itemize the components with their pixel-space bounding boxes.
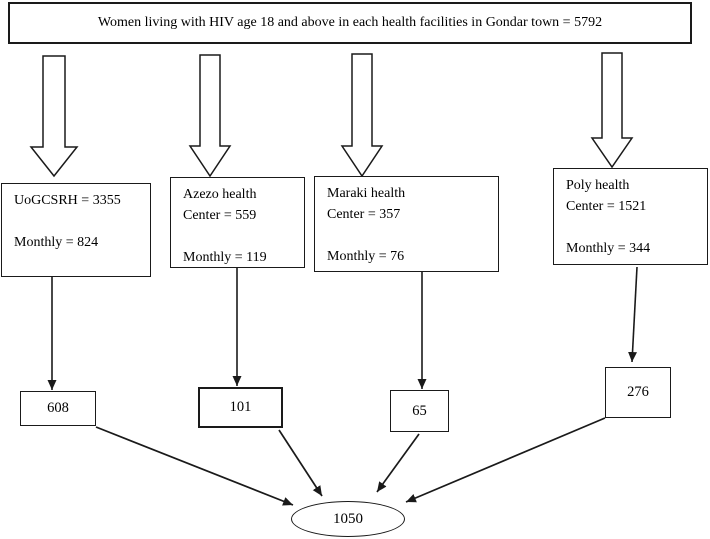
total-sample-value: 1050 (333, 510, 363, 527)
facility-name: Azezo health (183, 187, 257, 202)
sample-size-value: 608 (47, 400, 69, 416)
block-arrow-down-icon (590, 52, 634, 169)
facility-count: Center = 357 (327, 207, 401, 222)
population-title-box: Women living with HIV age 18 and above i… (8, 2, 692, 44)
facility-monthly: Monthly = 344 (566, 241, 651, 256)
facility-monthly: Monthly = 119 (183, 250, 267, 265)
facility-box-maraki-health-center: Maraki health Center = 357 Monthly = 76 (314, 176, 499, 272)
flow-arrow (628, 266, 638, 363)
spacer-line (327, 225, 492, 246)
sample-size-value: 65 (412, 402, 427, 419)
block-arrow-down-icon (29, 55, 79, 178)
facility-box-uogcsrh: UoGCSRH = 3355 Monthly = 824 (1, 183, 151, 277)
sample-size-box-poly: 276 (605, 367, 671, 418)
flow-arrow (376, 433, 420, 493)
total-sample-ellipse: 1050 (291, 501, 405, 537)
block-arrow-down-icon (340, 53, 384, 178)
flow-arrow (278, 429, 323, 497)
facility-monthly: Monthly = 76 (327, 249, 405, 264)
spacer-line (566, 217, 701, 238)
sample-size-box-azezo: 101 (198, 387, 283, 428)
sample-size-box-uogcsrh: 608 (20, 391, 96, 426)
facility-box-azezo-health-center: Azezo health Center = 559 Monthly = 119 (170, 177, 305, 268)
sample-size-value: 101 (229, 399, 252, 415)
sample-size-value: 276 (627, 384, 649, 400)
block-arrow-down-icon (188, 54, 232, 178)
spacer-line (14, 211, 144, 232)
facility-name: Poly health (566, 178, 630, 193)
facility-count: Center = 1521 (566, 199, 647, 214)
facility-name: UoGCSRH = 3355 (14, 193, 121, 208)
spacer-line (183, 226, 298, 247)
facility-monthly: Monthly = 824 (14, 235, 99, 250)
facility-box-poly-health-center: Poly health Center = 1521 Monthly = 344 (553, 168, 708, 265)
facility-count: Center = 559 (183, 208, 257, 223)
population-title: Women living with HIV age 18 and above i… (97, 15, 603, 30)
sample-size-box-maraki: 65 (390, 390, 449, 432)
facility-name: Maraki health (327, 186, 406, 201)
flow-arrow (95, 426, 294, 506)
